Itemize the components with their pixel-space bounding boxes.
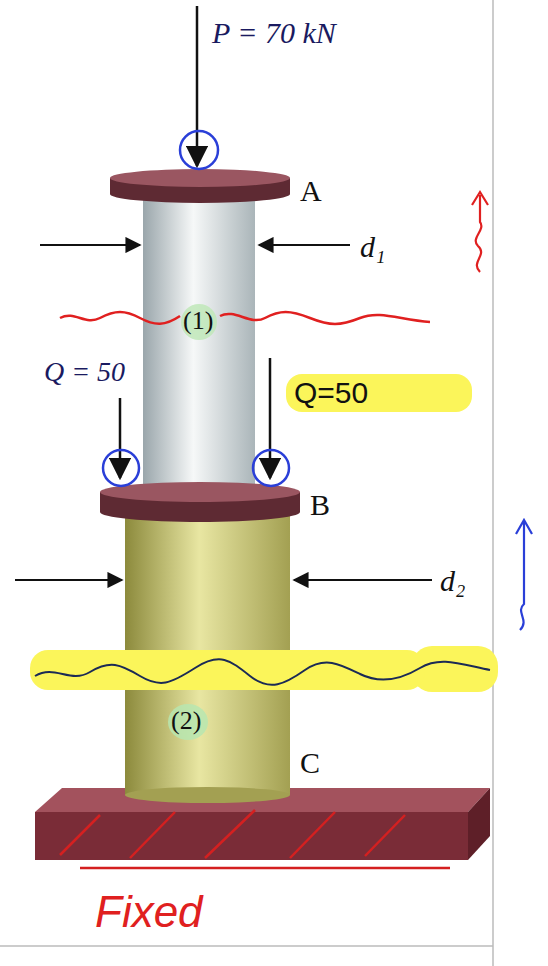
column-2-foot (125, 787, 290, 803)
highlight-circle (168, 704, 208, 740)
highlight-band (30, 650, 425, 690)
highlight-circle (181, 304, 217, 340)
load-arrow (196, 6, 199, 166)
point-label: B (310, 490, 330, 520)
dimension-arrow (15, 579, 122, 581)
blue-circle (253, 450, 289, 486)
cap-a-top (110, 169, 290, 187)
highlight-band (286, 374, 472, 412)
dimension-label: d₂ (440, 566, 465, 596)
base-top (35, 788, 490, 812)
fixed-hatch (60, 810, 450, 868)
section-cut (60, 312, 430, 324)
blue-circle (103, 450, 139, 486)
load-arrow (269, 358, 272, 478)
section-cut (35, 659, 490, 685)
direction-mark (516, 520, 532, 630)
frame-line (492, 0, 494, 966)
load-label: Q=50 (294, 378, 368, 408)
load-label: Q = 50 (44, 358, 125, 386)
support-note: Fixed (95, 890, 203, 934)
load-arrow (119, 398, 122, 478)
member-number: (1) (183, 308, 213, 334)
point-label: A (300, 176, 322, 206)
load-label: P = 70 kN (212, 18, 336, 48)
base-side (468, 788, 490, 860)
dimension-arrow (294, 579, 432, 581)
dimension-arrow (259, 244, 350, 246)
dimension-label: d₁ (360, 232, 385, 262)
column-1 (143, 190, 255, 490)
blue-circle (180, 131, 218, 169)
base-front (35, 812, 468, 860)
direction-mark (472, 192, 488, 272)
point-label: C (300, 748, 320, 778)
dimension-arrow (40, 244, 140, 246)
frame-line (0, 945, 493, 947)
member-number: (2) (171, 708, 201, 734)
